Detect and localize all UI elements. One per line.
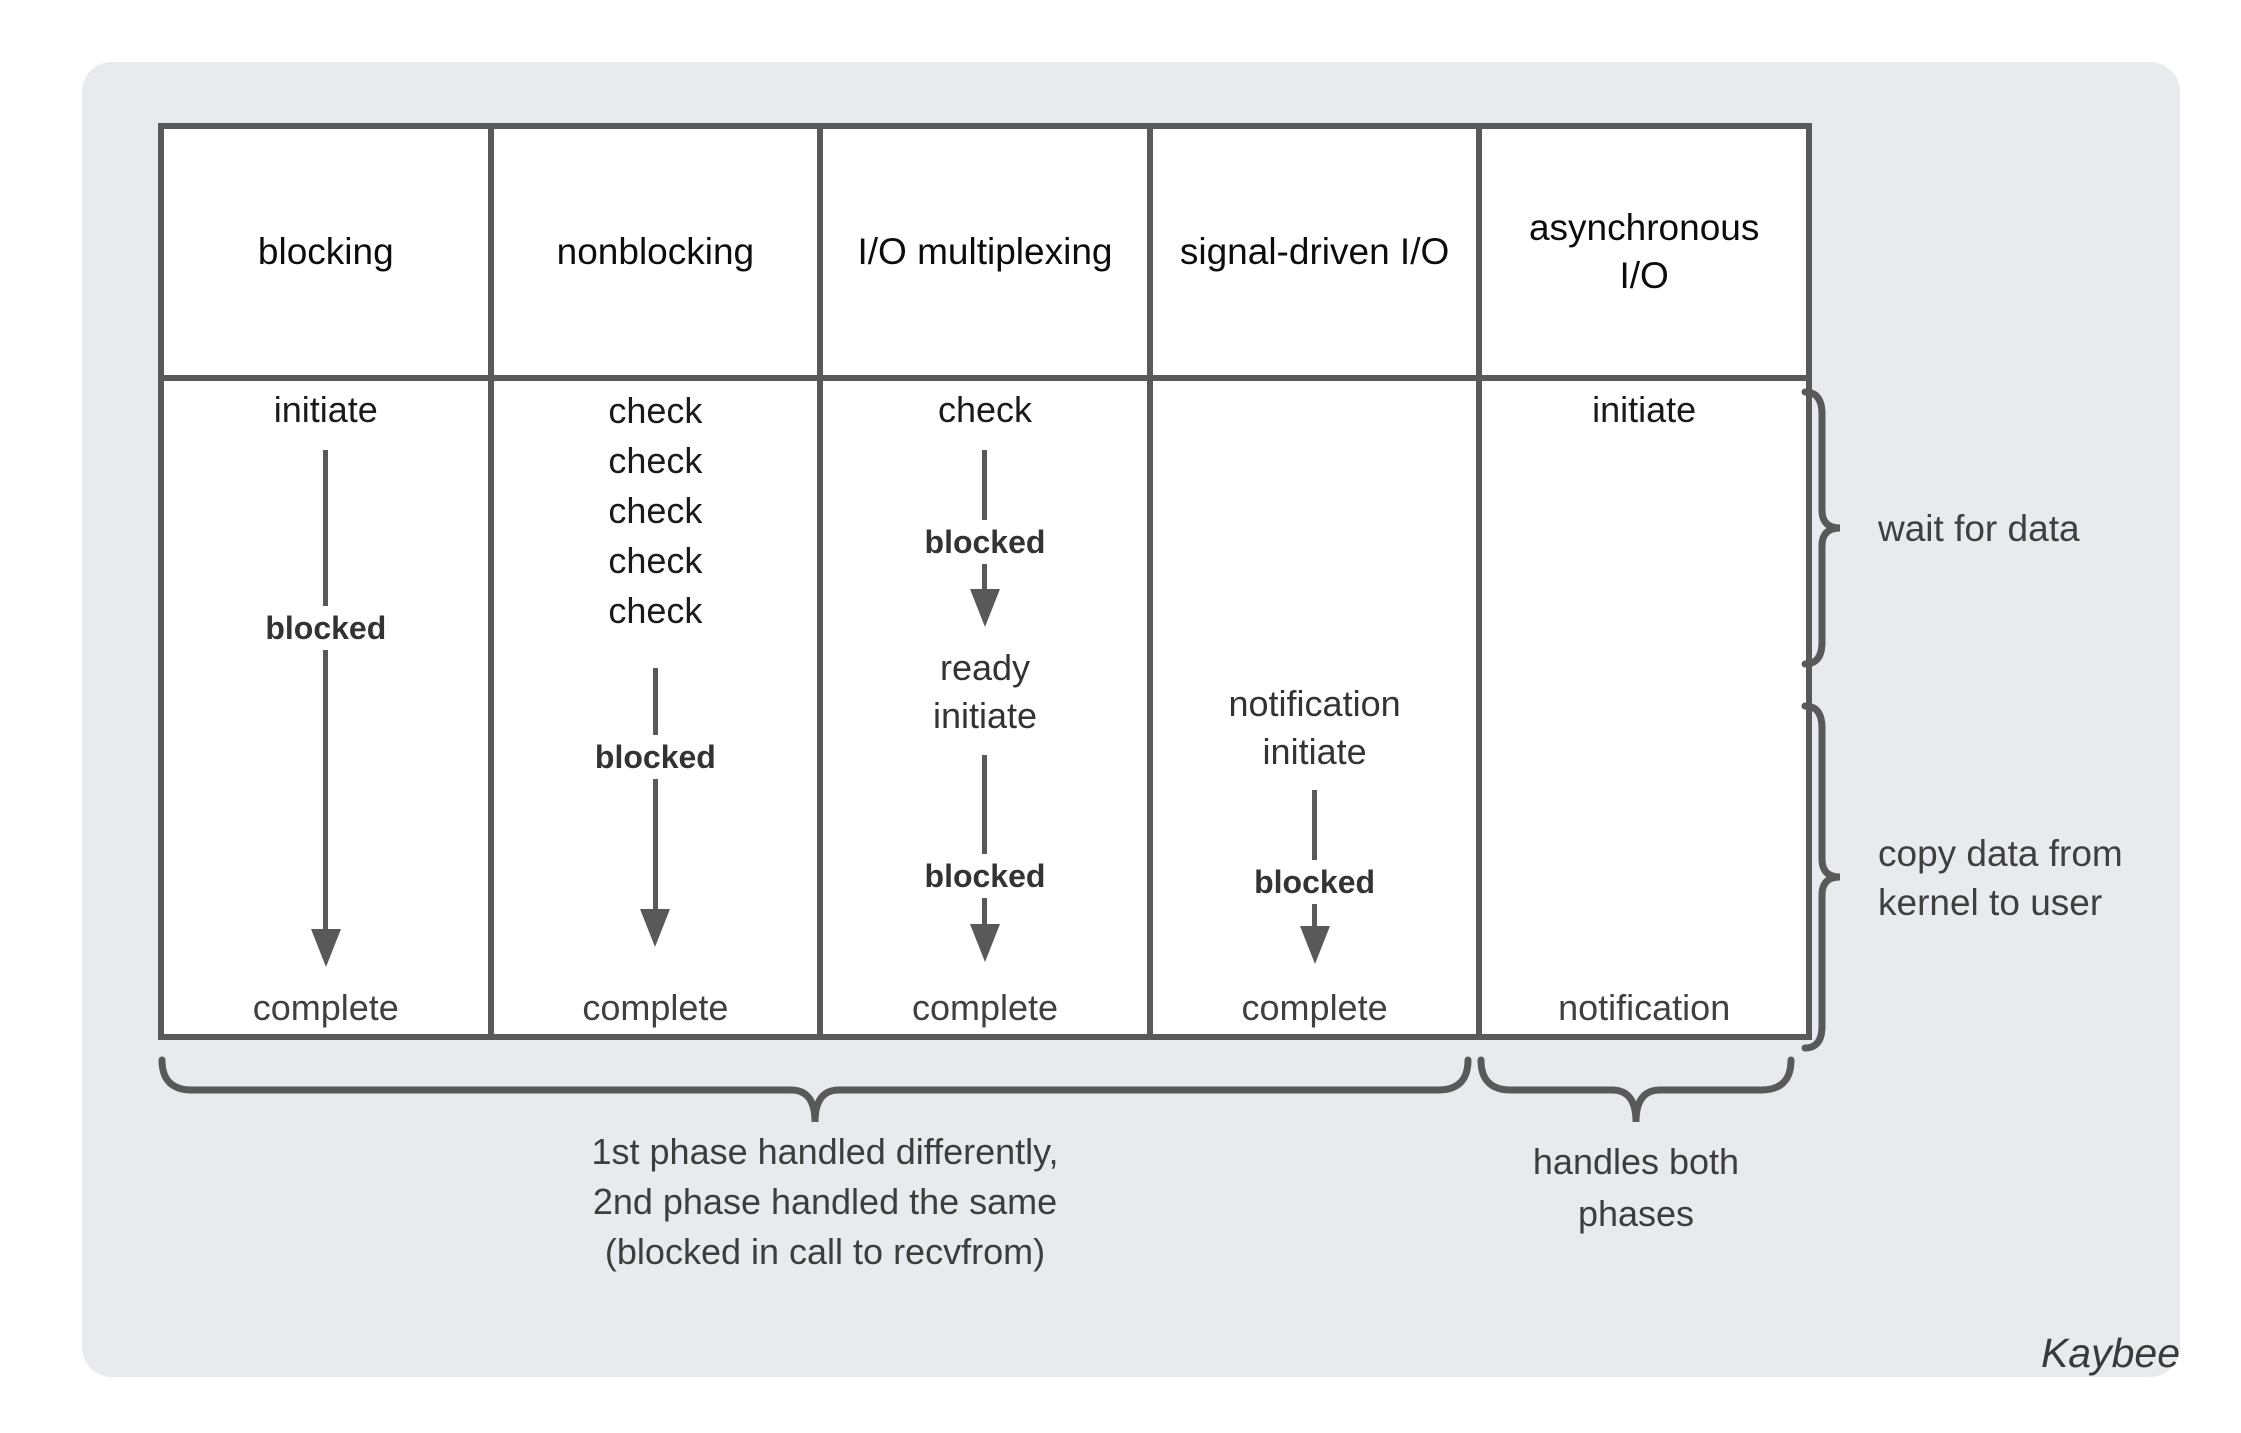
column-body: check check check check check blocked co…: [494, 381, 818, 1034]
step-initiate: initiate: [932, 695, 1038, 736]
column-nonblocking: nonblocking check check check check chec…: [493, 129, 824, 1034]
column-body: initiate blocked complete: [164, 381, 488, 1034]
step-check: check: [608, 390, 703, 431]
down-arrow-icon: [969, 450, 1000, 627]
step-initiate: initiate: [1262, 731, 1367, 772]
step-notification: notification: [1558, 987, 1731, 1028]
column-blocking: blocking initiate blocked complete: [164, 129, 494, 1034]
step-initiate: initiate: [273, 389, 378, 430]
step-complete: complete: [911, 987, 1059, 1028]
copy-data-brace-icon: [1801, 702, 1841, 1052]
blocked-label: blocked: [915, 520, 1055, 564]
blocked-label: blocked: [915, 854, 1055, 898]
header-label: nonblocking: [556, 231, 755, 272]
copy-data-label: copy data from kernel to user: [1878, 829, 2123, 927]
step-check: check: [608, 440, 703, 481]
step-check: check: [608, 540, 703, 581]
header-label: asynchronous I/O: [1528, 207, 1760, 296]
down-arrow-icon: [969, 755, 1000, 962]
first-phase-brace-icon: [158, 1056, 1472, 1123]
io-models-table: blocking initiate blocked complete nonbl…: [158, 123, 1812, 1040]
column-header: blocking: [164, 129, 488, 381]
blocked-label: blocked: [585, 735, 725, 779]
step-complete: complete: [1241, 987, 1388, 1028]
blocked-label: blocked: [256, 606, 396, 650]
header-label: blocking: [257, 231, 394, 272]
column-io-multiplexing: I/O multiplexing check blocked ready ini…: [823, 129, 1153, 1034]
first-phase-note: 1st phase handled differently, 2nd phase…: [325, 1127, 1325, 1277]
step-check: check: [608, 490, 703, 531]
down-arrow-icon: [640, 668, 671, 947]
column-signal-driven-io: signal-driven I/O notification initiate …: [1152, 129, 1483, 1034]
first-phase-note-line2: 2nd phase handled the same: [592, 1181, 1058, 1222]
step-notification: notification: [1228, 683, 1401, 724]
column-body: check blocked ready initiate blocked com…: [823, 381, 1147, 1034]
wait-for-data-label: wait for data: [1878, 508, 2080, 549]
column-header: asynchronous I/O: [1482, 129, 1806, 381]
copy-data-line1: copy data from: [1878, 833, 2123, 874]
header-label: signal-driven I/O: [1179, 231, 1450, 272]
handles-both-note: handles both phases: [1486, 1136, 1786, 1240]
column-body: initiate notification: [1482, 381, 1806, 1034]
handles-both-note-line1: handles both: [1532, 1141, 1740, 1182]
down-arrow-icon: [310, 450, 341, 967]
blocked-label: blocked: [1245, 860, 1385, 904]
signature: Kaybee: [2040, 1330, 2180, 1376]
wait-for-data-brace-icon: [1801, 388, 1841, 668]
step-check: check: [937, 389, 1032, 430]
column-header: nonblocking: [493, 129, 818, 381]
check-stack: check check check check check: [494, 386, 818, 636]
header-label: I/O multiplexing: [857, 231, 1113, 272]
step-check: check: [608, 590, 703, 631]
first-phase-note-line3: (blocked in call to recvfrom): [604, 1231, 1046, 1272]
column-asynchronous-io: asynchronous I/O initiate notification: [1482, 129, 1806, 1034]
step-ready: ready: [939, 647, 1031, 688]
down-arrow-icon: [1299, 790, 1330, 964]
column-header: I/O multiplexing: [823, 129, 1147, 381]
handles-both-note-line2: phases: [1577, 1193, 1695, 1234]
step-complete: complete: [252, 987, 399, 1028]
column-header: signal-driven I/O: [1152, 129, 1477, 381]
first-phase-note-line1: 1st phase handled differently,: [591, 1131, 1059, 1172]
step-initiate: initiate: [1592, 389, 1697, 430]
step-complete: complete: [582, 987, 729, 1028]
handles-both-brace-icon: [1477, 1056, 1795, 1123]
copy-data-line2: kernel to user: [1878, 882, 2103, 923]
column-body: notification initiate blocked complete: [1153, 381, 1477, 1034]
